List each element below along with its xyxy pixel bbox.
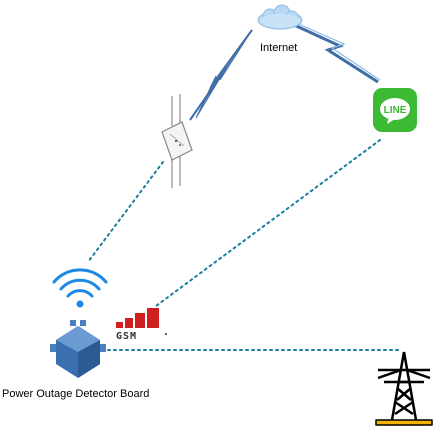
gsm-logo-text: GSM	[116, 331, 137, 342]
wireless-link-internet-line	[291, 21, 381, 84]
line-messenger-icon: LINE	[373, 88, 417, 132]
link-line-to-gsm	[155, 139, 381, 307]
internet-label: Internet	[260, 42, 298, 54]
line-logo-text: LINE	[384, 105, 407, 116]
wireless-link-ap-internet	[189, 29, 253, 121]
connection-links	[87, 139, 399, 351]
wifi-access-point-icon	[161, 94, 193, 188]
cloud-icon	[257, 4, 303, 30]
cube-board-icon	[50, 320, 106, 378]
detector-board-label: Power Outage Detector Board	[2, 388, 150, 400]
power-pylon-icon	[375, 351, 433, 426]
link-ap-to-wifi	[87, 161, 164, 263]
gsm-logo-icon: GSM	[116, 308, 167, 342]
wifi-signal-icon	[52, 268, 108, 308]
